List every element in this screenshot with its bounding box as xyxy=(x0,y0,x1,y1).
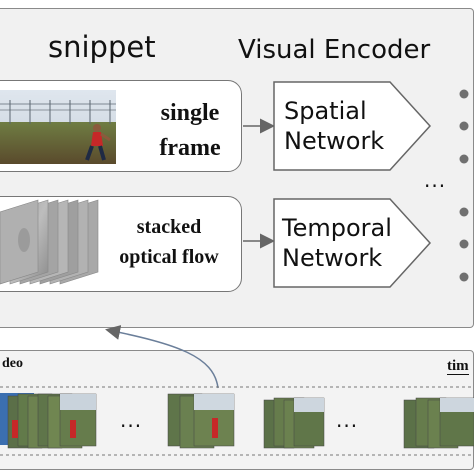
video-clip-3 xyxy=(263,397,325,449)
single-frame-label: single frame xyxy=(140,96,240,166)
optical-flow-label-line1: stacked xyxy=(136,216,202,238)
video-clip-1 xyxy=(0,393,97,449)
output-dots xyxy=(459,89,469,282)
single-frame-label-line2: frame xyxy=(159,135,221,161)
spatial-network-shape xyxy=(273,81,432,171)
single-frame-label-line1: single xyxy=(160,100,220,126)
temporal-network-shape xyxy=(273,198,432,288)
frame-thumbnail xyxy=(0,90,116,164)
visual-encoder-title: Visual Encoder xyxy=(238,35,431,65)
spatial-network-label-line1: Spatial xyxy=(284,97,367,125)
optical-flow-label-line2: optical flow xyxy=(119,246,219,268)
video-ellipsis-1: ... xyxy=(120,408,143,432)
video-ellipsis-2: ... xyxy=(336,408,359,432)
temporal-network-label-line2: Network xyxy=(282,244,383,272)
optical-flow-stack xyxy=(0,199,99,285)
spatial-network-label-line2: Network xyxy=(284,127,385,155)
video-clip-2 xyxy=(167,393,235,449)
temporal-network-label-line1: Temporal xyxy=(282,214,392,242)
video-label: deo xyxy=(2,356,23,371)
snippet-title: snippet xyxy=(48,30,156,64)
encoder-ellipsis: ... xyxy=(424,168,447,192)
temporal-network-label: Temporal Network xyxy=(282,213,392,273)
optical-flow-label: stacked optical flow xyxy=(106,212,232,272)
spatial-network-label: Spatial Network xyxy=(284,96,384,156)
time-label: tim xyxy=(447,358,469,375)
arrow-video-to-snippet xyxy=(105,325,219,389)
video-clip-4 xyxy=(403,397,474,449)
